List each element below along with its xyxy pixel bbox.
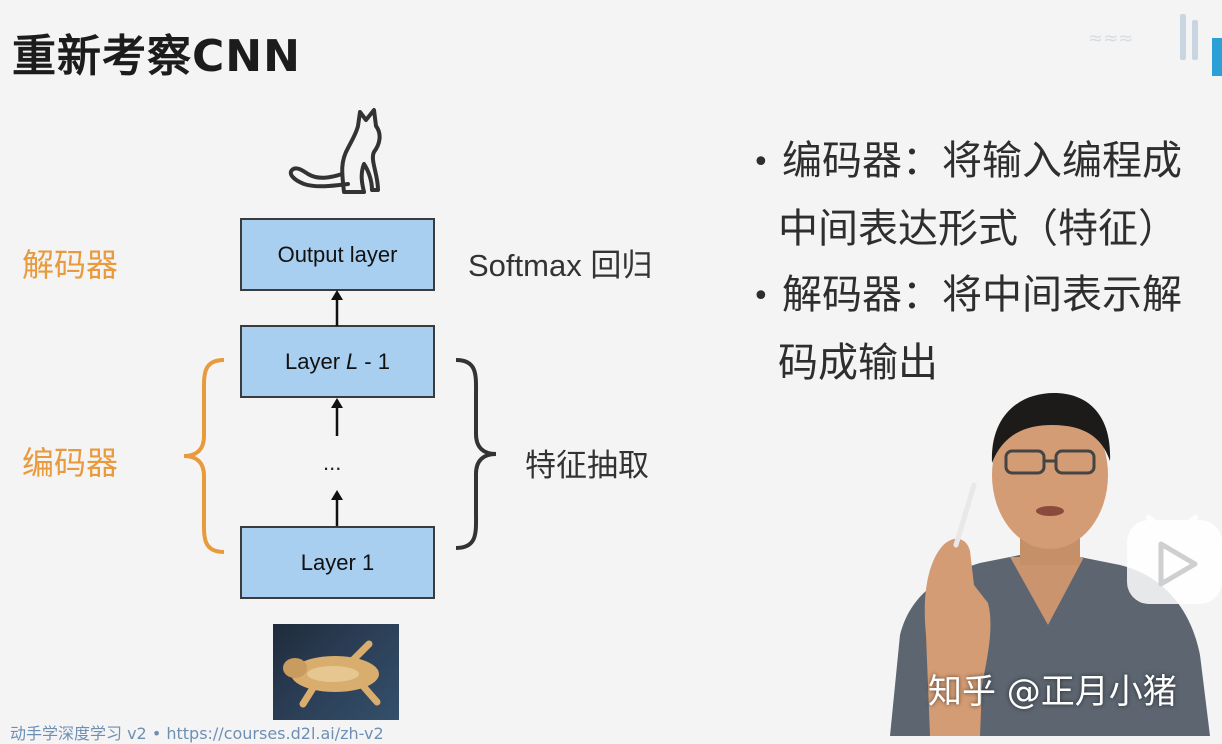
encoder-brace <box>183 358 225 554</box>
bullet-decoder-text: 解码器：将中间表示解 <box>782 272 1182 318</box>
bullet-decoder-cont: 码成输出 <box>778 340 938 386</box>
play-icon[interactable] <box>1123 508 1222 608</box>
arrow-up-icon <box>331 398 343 436</box>
feature-brace <box>455 358 497 550</box>
arrow-up-icon <box>331 490 343 526</box>
course-footer-link[interactable]: 动手学深度学习 v2 • https://courses.d2l.ai/zh-v… <box>10 724 384 743</box>
svg-text:≈≈≈: ≈≈≈ <box>1088 28 1133 49</box>
layer-l-minus-1-prefix: Layer <box>285 348 341 374</box>
decoder-label: 解码器 <box>22 246 119 284</box>
feature-extraction-label: 特征抽取 <box>525 448 649 484</box>
bullet-dot: • <box>752 279 770 314</box>
softmax-label: Softmax 回归 <box>468 248 653 283</box>
cat-photo <box>273 624 399 720</box>
bullet-encoder: • 编码器：将输入编程成 <box>752 128 1222 196</box>
bullet-list: • 编码器：将输入编程成 中间表达形式（特征） • 解码器：将中间表示解 码成输出 <box>752 128 1222 396</box>
layer-1-label: Layer 1 <box>300 549 375 575</box>
bullet-encoder-text: 编码器：将输入编程成 <box>782 138 1182 184</box>
bullet-dot: • <box>752 145 770 180</box>
bullet-encoder-cont: 中间表达形式（特征） <box>778 206 1178 252</box>
layer-1-box: Layer 1 <box>240 526 435 599</box>
arrow-up-icon <box>331 290 343 326</box>
cat-silhouette-icon <box>282 104 394 196</box>
ellipsis: ... <box>323 450 342 475</box>
encoder-label: 编码器 <box>22 444 119 482</box>
layer-l-minus-1-suffix: - 1 <box>364 348 390 374</box>
bullet-decoder: • 解码器：将中间表示解 <box>752 262 1222 330</box>
slide-title: 重新考察CNN <box>12 31 301 82</box>
output-layer-label: Output layer <box>277 241 398 267</box>
output-layer-box: Output layer <box>240 218 435 291</box>
zhihu-watermark: 知乎 @正月小猪 <box>928 672 1177 712</box>
layer-l-minus-1-var: L <box>346 348 359 374</box>
layer-l-minus-1-box: Layer L - 1 <box>240 325 435 398</box>
presenter-video <box>870 385 1222 736</box>
bilibili-logo-icon: ≈≈≈ <box>1080 0 1222 78</box>
